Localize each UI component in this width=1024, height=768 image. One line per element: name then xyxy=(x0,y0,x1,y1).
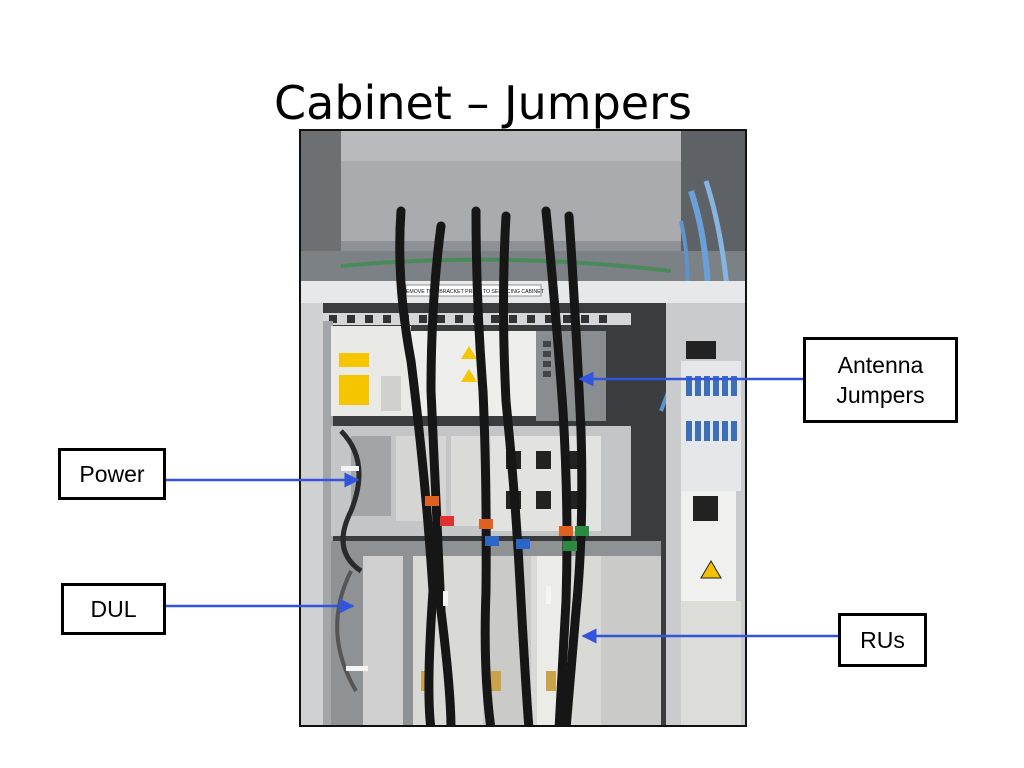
cabinet-photo: REMOVE THIS BRACKET PRIOR TO SERVICING C… xyxy=(299,129,747,727)
rus-callout: RUs xyxy=(838,613,927,667)
dul-callout: DUL xyxy=(61,583,166,635)
power-callout: Power xyxy=(58,448,166,500)
slide-title: Cabinet – Jumpers xyxy=(274,76,692,130)
dul-unit xyxy=(363,556,403,725)
antenna-jumpers-callout: Antenna Jumpers xyxy=(803,337,958,423)
